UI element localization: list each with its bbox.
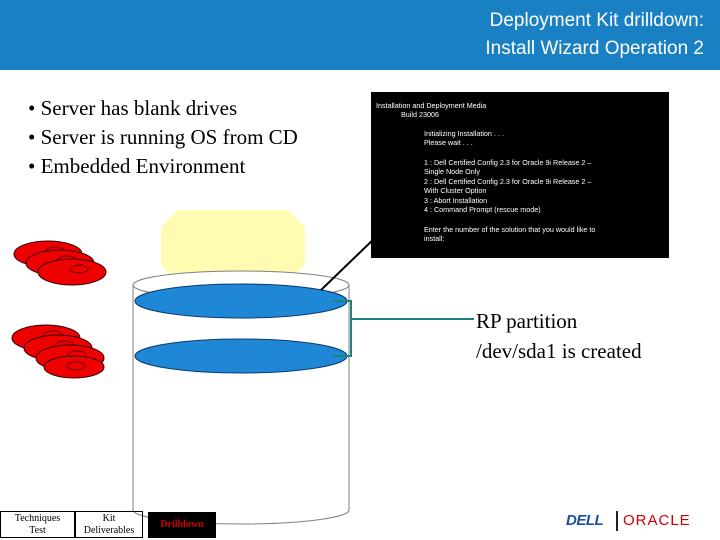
tab-label-line-1: Kit: [102, 513, 116, 524]
slide-title-line-2: Install Wizard Operation 2: [485, 38, 704, 59]
oracle-logo: ORACLE: [623, 512, 691, 529]
console-line: 2 : Dell Certified Config 2.3 for Oracle…: [424, 177, 592, 186]
drive-cylinder: [132, 285, 350, 525]
rp-partition-callout: RP partition /dev/sda1 is created: [476, 306, 642, 366]
tab-techniques-test[interactable]: Techniques Test: [0, 511, 75, 538]
server-lid: [161, 210, 305, 282]
console-line: Please wait . . .: [424, 138, 473, 147]
console-pointer: [320, 234, 379, 291]
tab-kit-deliverables[interactable]: Kit Deliverables: [75, 511, 143, 538]
tab-label-line-2: Deliverables: [83, 525, 135, 536]
bullet-item: • Server has blank drives: [28, 96, 238, 120]
tab-label: Drilldown: [160, 519, 204, 530]
logo-divider: [616, 511, 618, 531]
partition-bracket: [333, 300, 352, 357]
console-line: With Cluster Option: [424, 186, 487, 195]
console-line: Initializing Installation . . .: [424, 129, 504, 138]
dell-logo: DELL: [566, 512, 604, 529]
callout-line-1: RP partition: [476, 309, 578, 333]
tab-label-line-2: Test: [29, 525, 46, 536]
partition-2: [134, 338, 348, 374]
console-line: Build 23006: [401, 110, 439, 119]
console-line: 3 : Abort Installation: [424, 196, 488, 205]
tab-label-line-1: Techniques: [14, 513, 61, 524]
tab-drilldown[interactable]: Drilldown: [148, 512, 216, 538]
bullet-item: • Embedded Environment: [28, 154, 246, 178]
console-line: Enter the number of the solution that yo…: [424, 225, 596, 234]
console-line: Single Node Only: [424, 167, 480, 176]
console-line: install:: [424, 234, 445, 243]
bullet-item: • Server is running OS from CD: [28, 125, 298, 149]
partition-rp: [134, 283, 348, 319]
install-console: Installation and Deployment Media Build …: [371, 92, 669, 258]
console-line: Installation and Deployment Media: [376, 101, 487, 110]
callout-line-2: /dev/sda1 is created: [476, 339, 642, 363]
title-bar: Deployment Kit drilldown: Install Wizard…: [0, 0, 720, 70]
console-line: 4 : Command Prompt (rescue mode): [424, 205, 541, 214]
bullet-list: • Server has blank drives • Server is ru…: [28, 94, 298, 181]
disk-stack-1: [13, 240, 107, 286]
console-line: 1 : Dell Certified Config 2.3 for Oracle…: [424, 158, 592, 167]
disk-stack-2: [11, 324, 105, 379]
slide-title-line-1: Deployment Kit drilldown:: [489, 10, 704, 31]
